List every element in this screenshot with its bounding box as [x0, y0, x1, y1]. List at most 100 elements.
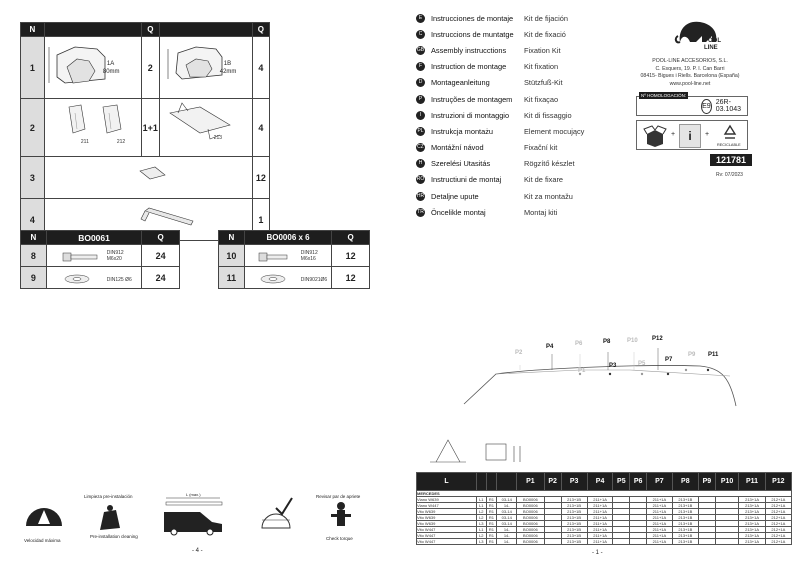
bolt-icon	[62, 252, 97, 261]
table-row: 2 211 212 1+1 213 4	[20, 98, 271, 157]
company-address: POOL-LINE ACCESORIOS, S.L. C. Esquers, 1…	[640, 58, 740, 87]
grid-header: P8	[671, 472, 699, 491]
point-p12: P12	[652, 336, 663, 342]
bracket-211-212-drawing	[68, 104, 122, 134]
grid-header: P4	[586, 472, 614, 491]
cleaning-icon	[100, 505, 120, 530]
parts-table: N Q Q 1 1A 80mm 2 1B 42mm 4	[20, 22, 271, 241]
table-row: 1 1A 80mm 2 1B 42mm 4	[20, 36, 271, 99]
grid-header: P3	[560, 472, 588, 491]
table-row: 3 12	[20, 156, 271, 199]
checkmark-icon	[275, 497, 293, 516]
language-flag-icon: PL	[416, 126, 425, 136]
point-p11: P11	[708, 352, 719, 358]
part-1b: 1B 42mm	[158, 36, 253, 99]
part-1a: 1A 80mm	[43, 36, 142, 99]
language-flag-icon: C	[416, 29, 425, 39]
grid-header: P7	[646, 472, 673, 491]
bracket-213-drawing	[168, 102, 231, 140]
table-row: 8 DIN912 M6x20 24	[20, 244, 180, 267]
point-p4: P4	[546, 344, 554, 350]
mounting-diagram	[430, 439, 521, 463]
product-code: 121781	[710, 154, 753, 166]
washer-icon	[260, 274, 286, 283]
part-3	[43, 156, 253, 199]
pad-drawing	[139, 166, 166, 180]
grid-header: P11	[738, 472, 766, 491]
van-length-icon	[164, 497, 223, 536]
torque-wrench-icon	[331, 502, 351, 526]
logo-text: POOL LINE	[704, 38, 721, 51]
foot-1a-drawing	[48, 46, 106, 84]
part-213: 213	[158, 98, 253, 157]
kit-b-table: N BO0006 x 6 Q 10 DIN912 M6x16 12 11 DIN…	[218, 230, 370, 289]
language-flag-icon: RO	[416, 175, 425, 185]
language-flag-icon: HR	[416, 191, 425, 201]
point-p1: P1	[578, 368, 586, 374]
table-row: 11 DIN9021Ø6 12	[218, 266, 370, 289]
point-p8: P8	[603, 339, 611, 345]
grid-header: P6	[629, 472, 648, 491]
revision: Rv: 07/2023	[716, 172, 743, 178]
point-p5: P5	[638, 361, 646, 367]
grid-header: P5	[612, 472, 631, 491]
elephant-logo-icon	[674, 21, 717, 44]
point-p6: P6	[575, 341, 583, 347]
plus-icon: +	[671, 131, 676, 138]
point-p2: P2	[515, 350, 523, 356]
roof-diagram	[463, 348, 737, 407]
box-icon	[643, 125, 667, 147]
table-row: 9 DIN125 Ø6 24	[20, 266, 180, 289]
language-flag-icon: TR	[416, 207, 425, 217]
language-flag-icon: E	[416, 13, 425, 23]
grid-header: P1	[516, 472, 545, 491]
language-flag-icon: P	[416, 94, 425, 104]
washer-icon	[64, 274, 89, 283]
point-p3: P3	[609, 363, 617, 369]
kit-a-table: N BO0061 Q 8 DIN912 M6x20 24 9 DIN125 Ø6…	[20, 230, 180, 289]
col-n: N	[20, 22, 45, 37]
col-q: Q	[140, 22, 160, 37]
language-flag-icon: F	[416, 62, 425, 72]
bolt-icon	[258, 252, 288, 261]
info-icon: i	[679, 124, 701, 148]
recycle-icon	[723, 124, 737, 139]
foot-1b-drawing	[167, 46, 223, 80]
table-row: 10 DIN912 M6x16 12	[218, 244, 370, 267]
symbols-box: + i + RECICLABLE	[636, 120, 748, 150]
dome-check-icon	[261, 513, 291, 529]
page-number-right: - 1 -	[592, 550, 603, 556]
point-p10: P10	[627, 338, 638, 344]
language-flag-icon: H	[416, 159, 425, 169]
language-flag-icon: D	[416, 78, 425, 88]
grid-header: L	[416, 472, 477, 491]
homologation-box: Nº HOMOLOGACIÓN: E9 26R-03.1043	[636, 92, 748, 116]
grid-header	[485, 472, 498, 491]
point-p9: P9	[688, 352, 696, 358]
grid-header: P12	[764, 472, 793, 491]
language-flag-icon: GB	[416, 45, 425, 55]
grid-header: P10	[714, 472, 740, 491]
max-speed-icon	[26, 508, 62, 526]
e-mark-icon: E9	[701, 98, 712, 114]
plus-icon: +	[705, 131, 710, 138]
grid-header: P2	[543, 472, 562, 491]
part-211-212: 211 212	[43, 98, 142, 157]
page-number-left: - 4 -	[192, 548, 203, 554]
